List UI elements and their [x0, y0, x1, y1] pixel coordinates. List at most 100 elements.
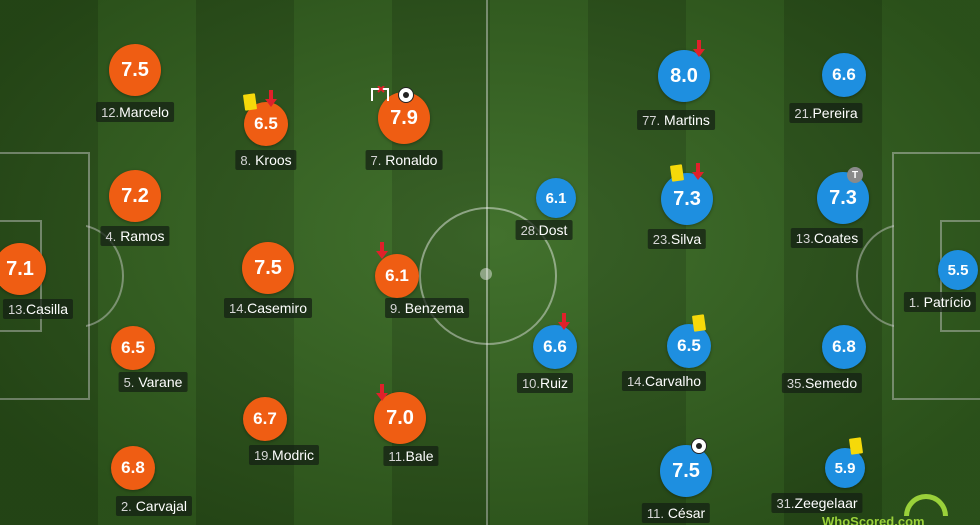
- player-name-label: 4. Ramos: [100, 226, 170, 246]
- player-name: Marcelo: [119, 104, 169, 120]
- player-number: 14.: [626, 374, 646, 389]
- player-number: 31.: [776, 496, 795, 511]
- player-name-label: 35.Semedo: [781, 373, 863, 393]
- player-name-label: 31.Zeegelaar: [771, 493, 863, 513]
- player-name: César: [667, 505, 706, 521]
- player-number: 12.: [101, 105, 120, 120]
- player-rating: 5.9: [825, 448, 865, 488]
- player-number: 4.: [105, 229, 117, 244]
- player-name: Casemiro: [247, 300, 307, 316]
- player-number: 35.: [786, 376, 805, 391]
- player-rating: 6.6: [822, 53, 866, 97]
- player-name-label: 9. Benzema: [385, 298, 469, 318]
- player-name: Benzema: [404, 300, 464, 316]
- player-name-label: 14.Casemiro: [224, 298, 312, 318]
- player-number: 11.: [646, 506, 664, 521]
- player-name: Carvalho: [645, 373, 702, 389]
- substitution-off-icon: [376, 242, 388, 259]
- player-name-label: 10.Ruiz: [516, 373, 574, 393]
- player-rating: 7.5: [109, 44, 161, 96]
- player-name: Dost: [538, 222, 568, 238]
- yellow-card-icon: [242, 93, 258, 111]
- player-name: Martins: [664, 112, 710, 128]
- player-rating: 6.5: [667, 324, 711, 368]
- substitution-off-icon: [692, 163, 704, 180]
- player-number: 77.: [642, 113, 661, 128]
- center-circle: [419, 207, 557, 345]
- player-name: Ruiz: [540, 375, 569, 391]
- yellow-card-icon: [848, 437, 864, 455]
- player-number: 21.: [794, 106, 813, 121]
- player-rating: 6.1: [375, 254, 419, 298]
- player-rating: 7.3: [661, 173, 713, 225]
- goal-ball-icon: [398, 87, 414, 103]
- player-number: 7.: [370, 153, 382, 168]
- player-name: Ramos: [120, 228, 165, 244]
- player-number: 14.: [229, 301, 248, 316]
- player-name: Bale: [405, 448, 434, 464]
- missed-penalty-icon: [371, 86, 389, 101]
- player-name-label: 1. Patrício: [903, 292, 977, 312]
- player-rating: 6.8: [111, 446, 155, 490]
- player-name-label: 21.Pereira: [789, 103, 863, 123]
- substitution-off-icon: [693, 40, 705, 57]
- player-name: Carvajal: [135, 498, 188, 514]
- player-name-label: 8. Kroos: [235, 150, 297, 170]
- player-number: 19.: [253, 448, 273, 463]
- player-rating: 7.5: [660, 445, 712, 497]
- yellow-card-icon: [669, 164, 685, 182]
- player-name: Kroos: [255, 152, 292, 168]
- player-name-label: 11.Bale: [383, 446, 439, 466]
- player-name: Varane: [138, 374, 183, 390]
- player-name: Silva: [670, 231, 702, 247]
- player-name: Patrício: [923, 294, 972, 310]
- player-name-label: 14.Carvalho: [621, 371, 707, 391]
- player-name-label: 7. Ronaldo: [365, 150, 443, 170]
- player-rating: 7.2: [109, 170, 161, 222]
- substitution-off-icon: [558, 313, 570, 330]
- player-number: 11.: [388, 449, 406, 464]
- captain-icon: T: [847, 167, 863, 183]
- player-name-label: 12.Marcelo: [96, 102, 174, 122]
- goal-ball-icon: [691, 438, 707, 454]
- player-number: 13.: [7, 302, 27, 317]
- player-rating: 8.0: [658, 50, 710, 102]
- player-name: Pereira: [812, 105, 858, 121]
- substitution-off-icon: [265, 90, 277, 107]
- player-name-label: 28.Dost: [515, 220, 573, 240]
- player-rating: 6.7: [243, 397, 287, 441]
- player-number: 1.: [908, 295, 920, 310]
- player-rating: 7.1: [0, 243, 46, 295]
- player-rating: 7.5: [242, 242, 294, 294]
- player-name-label: 13.Coates: [790, 228, 864, 248]
- player-number: 23.: [652, 232, 671, 247]
- player-name-label: 13.Casilla: [2, 299, 74, 319]
- player-name: Zeegelaar: [794, 495, 858, 511]
- player-name-label: 77. Martins: [637, 110, 715, 130]
- player-number: 9.: [390, 301, 401, 316]
- player-name: Modric: [272, 447, 315, 463]
- center-spot: [480, 268, 492, 280]
- player-rating: 6.8: [822, 325, 866, 369]
- player-name-label: 23.Silva: [647, 229, 707, 249]
- player-rating: 7.9: [378, 92, 430, 144]
- player-number: 2.: [120, 499, 132, 514]
- player-rating: 5.5: [938, 250, 978, 290]
- player-rating: 6.5: [111, 326, 155, 370]
- player-number: 13.: [795, 231, 814, 246]
- player-rating: 7.0: [374, 392, 426, 444]
- player-rating: 6.6: [533, 325, 577, 369]
- logo-mark-icon: [904, 494, 948, 516]
- yellow-card-icon: [691, 314, 707, 332]
- player-number: 28.: [520, 223, 539, 238]
- player-name-label: 11. César: [641, 503, 711, 523]
- player-number: 5.: [123, 375, 135, 390]
- player-number: 8.: [240, 153, 252, 168]
- player-name-label: 19.Modric: [248, 445, 320, 465]
- player-name: Ronaldo: [385, 152, 438, 168]
- player-name: Casilla: [26, 301, 69, 317]
- player-name-label: 2. Carvajal: [115, 496, 193, 516]
- logo-text: WhoScored.com: [822, 514, 925, 525]
- player-name-label: 5. Varane: [118, 372, 188, 392]
